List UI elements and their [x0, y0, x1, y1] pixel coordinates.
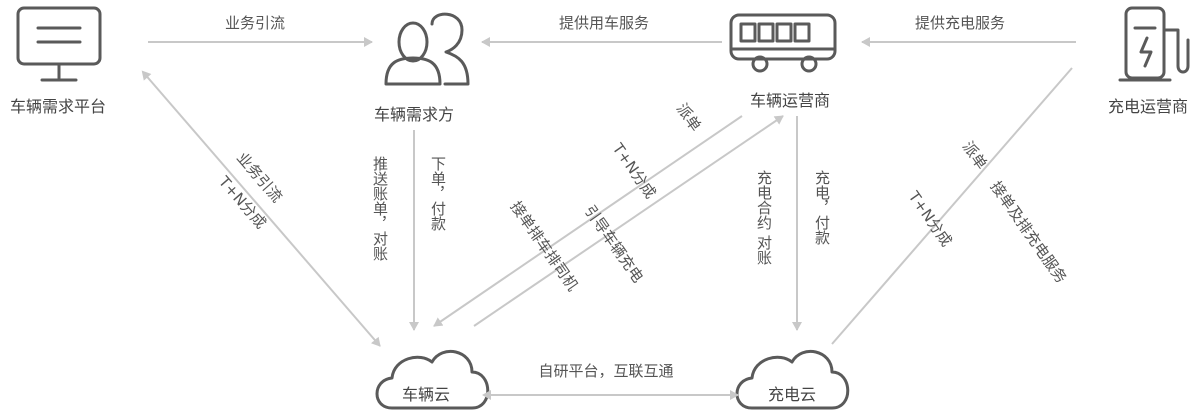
edge-label-platform-to-demand: 业务引流	[225, 14, 285, 32]
bus-icon	[729, 13, 837, 73]
edge-label-cloud-operator-1: 派单	[673, 100, 705, 135]
vehicle-operator-label: 车辆运营商	[750, 91, 830, 110]
charging-cloud-icon	[735, 350, 850, 410]
charging-cloud-label: 充电云	[768, 385, 816, 404]
arrow-operator-to-cloud	[433, 115, 743, 327]
edge-label-cloud-operator-3: 接单排车排司机	[507, 198, 582, 294]
vehicle-platform-label: 车辆需求平台	[10, 97, 106, 116]
arrow-cloud-to-operator	[473, 115, 784, 327]
vehicle-cloud-label: 车辆云	[402, 385, 450, 404]
edge-label-operator-down-2: 充电，付款	[813, 170, 831, 246]
edge-label-cloud-operator-2: T+N分成	[608, 139, 659, 202]
edge-label-charging-to-operator: 提供充电服务	[915, 14, 1005, 32]
charging-station-icon	[1118, 6, 1190, 82]
edge-label-clouds-link: 自研平台，互联互通	[538, 362, 673, 380]
edge-label-charging-diag-2: T+N分成	[904, 187, 955, 250]
users-icon	[384, 12, 470, 86]
edge-label-demand-down-2: 下单，付款	[429, 156, 447, 232]
demand-side-label: 车辆需求方	[374, 105, 454, 124]
monitor-icon	[16, 6, 102, 82]
line-charging-operator-to-cloud	[831, 67, 1073, 345]
edge-label-operator-to-demand: 提供用车服务	[559, 14, 649, 32]
edge-label-operator-down-1: 充电合约 对账	[755, 170, 773, 265]
edge-label-charging-diag-3: 接单及排充电服务	[987, 178, 1071, 287]
charging-operator-label: 充电运营商	[1108, 97, 1188, 116]
vehicle-cloud-icon	[375, 350, 490, 410]
arrow-platform-cloud-diagonal	[141, 70, 381, 347]
edge-label-demand-down-1: 推送账单，对账	[371, 156, 389, 261]
